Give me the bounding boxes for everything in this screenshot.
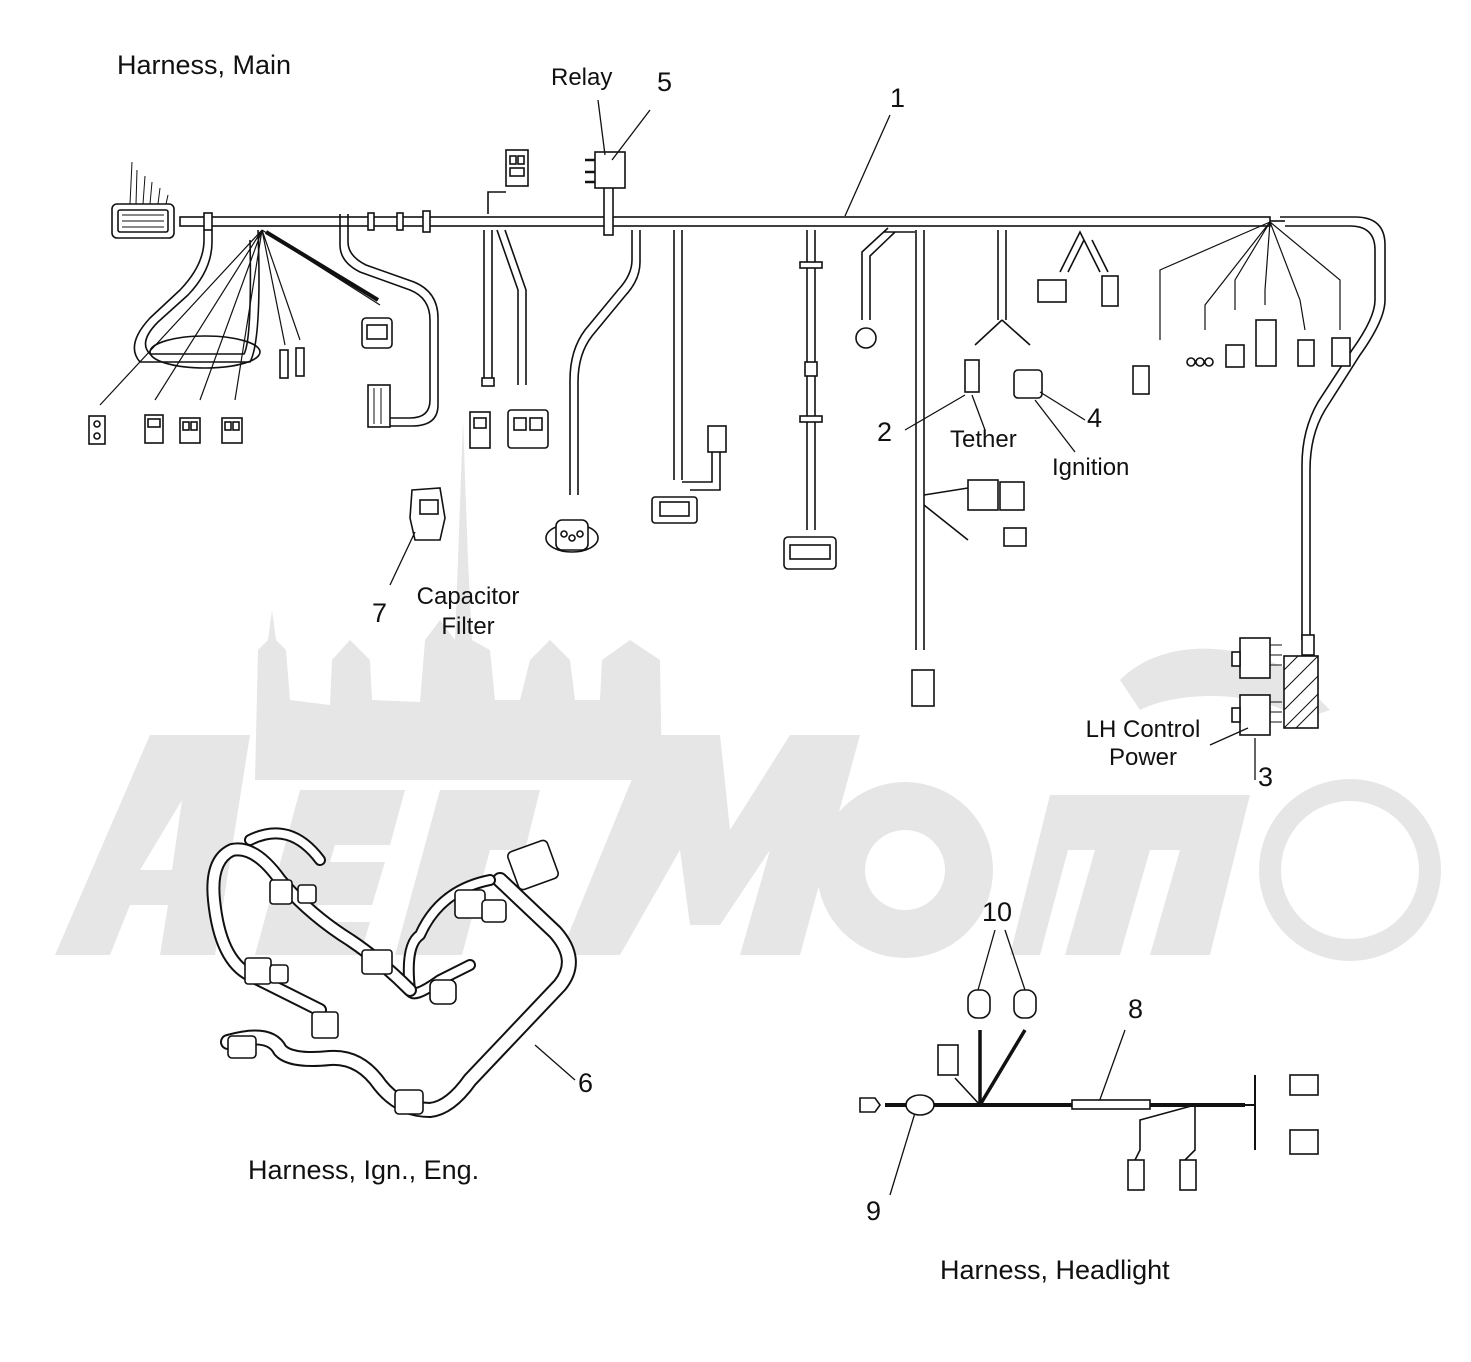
tether-connector	[964, 359, 980, 393]
bulb-socket-right	[1013, 989, 1037, 1019]
section-title-headlight: Harness, Headlight	[940, 1255, 1170, 1285]
callout-9: 9	[866, 1196, 882, 1226]
callout-4: 4	[1087, 403, 1103, 433]
ignition-connector	[1013, 369, 1043, 399]
headlight-grommet	[905, 1094, 935, 1116]
label-capacitor-filter: Capacitor Filter	[405, 583, 531, 641]
main-trunk	[179, 216, 1271, 227]
label-tether: Tether	[950, 426, 1017, 453]
callout-7: 7	[372, 598, 388, 628]
callout-6: 6	[578, 1068, 594, 1098]
callout-3: 3	[1258, 762, 1274, 792]
headlight-harness	[859, 989, 1319, 1191]
ign-eng-harness	[206, 827, 577, 1119]
section-title-ign-eng: Harness, Ign., Eng.	[248, 1155, 480, 1185]
label-relay: Relay	[551, 64, 613, 91]
label-lh-line1: LH Control	[1085, 716, 1201, 743]
bulb-socket-left	[967, 989, 991, 1019]
label-lh-control-power: LH Control Power	[1070, 716, 1216, 772]
section-title-main: Harness, Main	[117, 50, 292, 80]
label-ignition: Ignition	[1052, 454, 1130, 481]
callout-1: 1	[890, 83, 906, 113]
leader-lines	[389, 99, 1256, 1196]
watermark-logo	[55, 420, 1441, 961]
callout-8: 8	[1128, 994, 1144, 1024]
main-harness	[88, 149, 1386, 736]
headlight-sleeve	[1071, 1099, 1151, 1110]
callout-5: 5	[657, 67, 673, 97]
callout-10: 10	[982, 897, 1013, 927]
callout-2: 2	[877, 417, 893, 447]
label-lh-line2: Power	[1108, 744, 1178, 771]
label-capacitor-line2: Filter	[441, 613, 495, 640]
label-capacitor-line1: Capacitor	[416, 583, 520, 610]
